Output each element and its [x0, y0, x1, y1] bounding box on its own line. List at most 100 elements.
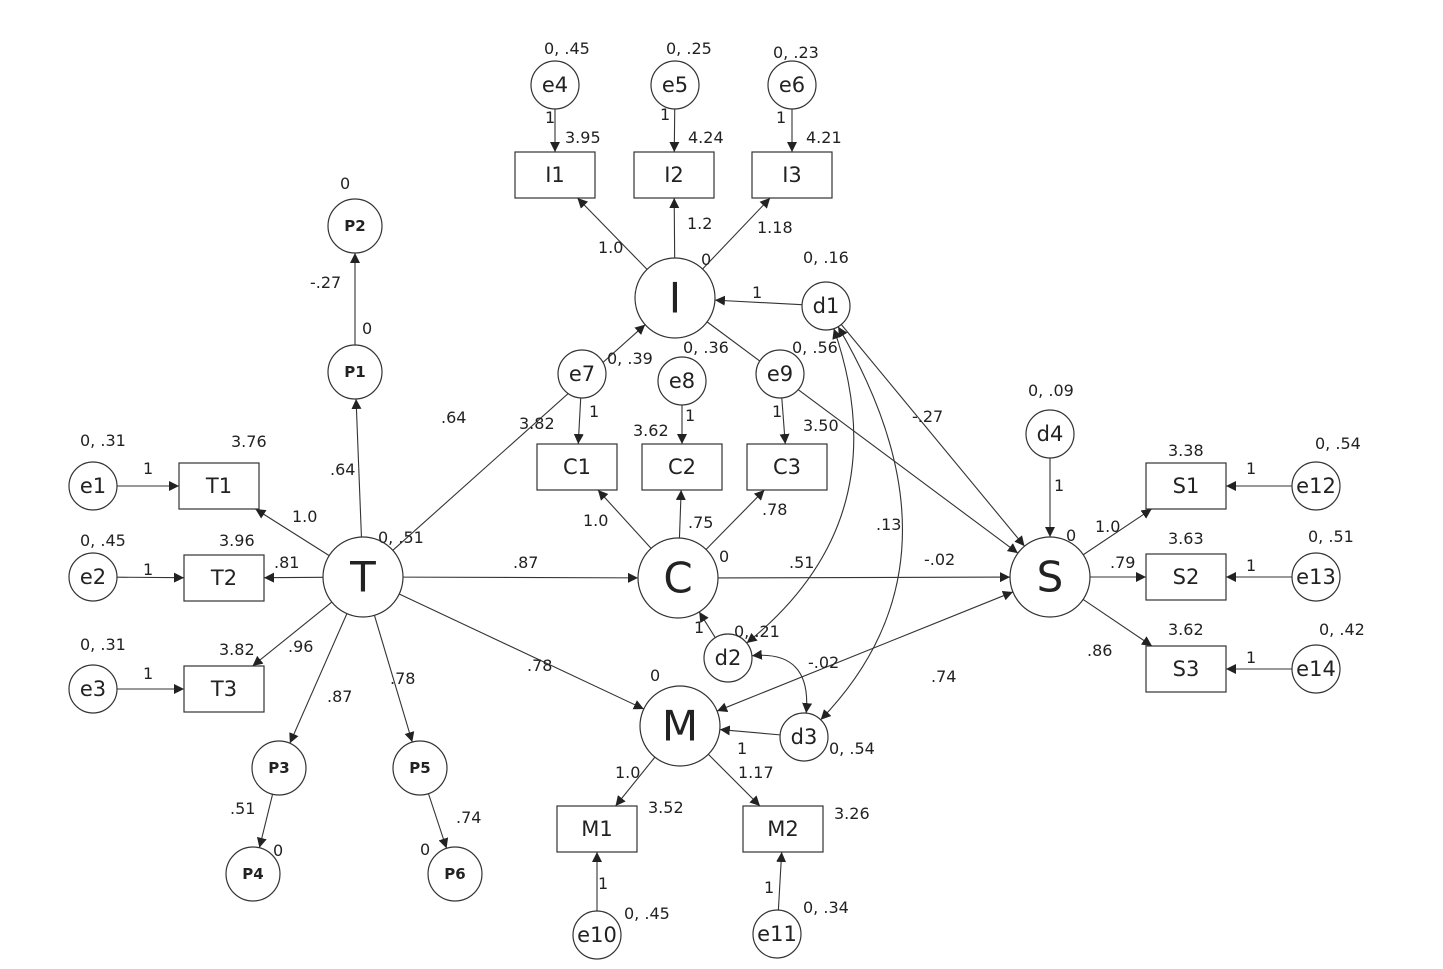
- node-M1: M1: [556, 805, 638, 853]
- label-d2-var: 0, .21: [734, 622, 780, 641]
- node-shape-M1: [556, 805, 638, 853]
- node-label-e4: e4: [542, 73, 568, 97]
- label-e11-var: 0, .34: [803, 898, 849, 917]
- label-e1-T1: 1: [143, 459, 153, 478]
- node-label-e13: e13: [1296, 565, 1336, 589]
- node-T: T: [322, 536, 404, 618]
- node-label-d4: d4: [1037, 422, 1064, 446]
- node-shape-e14: [1291, 644, 1341, 694]
- node-C1: C1: [536, 443, 618, 491]
- node-label-e3: e3: [80, 677, 106, 701]
- node-d4: d4: [1025, 409, 1075, 459]
- node-shape-I: [634, 257, 716, 339]
- label-C1-int: 3.82: [519, 414, 555, 433]
- node-I3: I3: [751, 151, 833, 199]
- label-e13-var: 0, .51: [1308, 527, 1354, 546]
- node-P6: P6: [427, 846, 483, 902]
- label-I-I3: 1.18: [757, 218, 793, 237]
- node-label-e14: e14: [1296, 657, 1336, 681]
- label-P6-var: 0: [420, 840, 430, 859]
- label-I-var: 0: [701, 250, 711, 269]
- node-shape-e11: [752, 909, 802, 959]
- edge-e2-T2: [116, 572, 185, 583]
- label-e10-var: 0, .45: [624, 904, 670, 923]
- edge-C-C1: [597, 489, 652, 549]
- node-label-M1: M1: [581, 817, 612, 841]
- edge-I-I3: [702, 197, 771, 270]
- node-shape-C1: [536, 443, 618, 491]
- node-label-T: T: [349, 553, 376, 602]
- node-shape-e8: [657, 356, 707, 406]
- node-P2: P2: [327, 198, 383, 254]
- node-T3: T3: [183, 665, 265, 713]
- label-e7-var: 0, .39: [607, 349, 653, 368]
- node-shape-e9: [755, 349, 805, 399]
- node-label-C2: C2: [668, 455, 696, 479]
- edge-I-S: [706, 321, 1019, 554]
- label-e4-I1: 1: [545, 108, 555, 127]
- label-e1-var: 0, .31: [80, 431, 126, 450]
- node-label-T3: T3: [210, 677, 237, 701]
- label-e12-S1: 1: [1246, 459, 1256, 478]
- label-d2-d3: -.02: [808, 653, 839, 672]
- node-label-d1: d1: [813, 294, 840, 318]
- label-e8-C2: 1: [685, 406, 695, 425]
- label-d4-var: 0, .09: [1028, 381, 1074, 400]
- node-shape-P6: [427, 846, 483, 902]
- node-shape-S2: [1145, 553, 1227, 601]
- edge-C-C3: [705, 489, 765, 550]
- node-e9: e9: [755, 349, 805, 399]
- label-C-var: 0: [719, 547, 729, 566]
- label-e5-I2: 1: [660, 105, 670, 124]
- node-T2: T2: [183, 554, 265, 602]
- node-label-e5: e5: [662, 73, 688, 97]
- node-shape-e1: [68, 461, 118, 511]
- node-label-I: I: [669, 274, 681, 323]
- node-label-P1: P1: [344, 363, 365, 381]
- node-d2: d2: [703, 633, 753, 683]
- node-e5: e5: [650, 60, 700, 110]
- node-e8: e8: [657, 356, 707, 406]
- edge-d2-d3: [751, 649, 813, 714]
- label-e9-C3: 1: [772, 402, 782, 421]
- node-label-e11: e11: [757, 922, 797, 946]
- node-I2: I2: [633, 151, 715, 199]
- label-d3-M: 1: [737, 739, 747, 758]
- edge-C-S: [717, 572, 1011, 583]
- node-shape-M2: [742, 805, 824, 853]
- node-shape-e7: [557, 349, 607, 399]
- node-C3: C3: [746, 443, 828, 491]
- label-I-I2: 1.2: [687, 214, 712, 233]
- label-d1-d2: .13: [876, 515, 901, 534]
- node-label-P2: P2: [344, 217, 365, 235]
- edge-e11-M2: [776, 851, 787, 911]
- node-label-e9: e9: [767, 362, 793, 386]
- label-d1-I: 1: [752, 283, 762, 302]
- edge-d1-d3: [820, 326, 903, 721]
- label-e10-M1: 1: [598, 874, 608, 893]
- label-S-S3: .86: [1087, 641, 1112, 660]
- node-label-P3: P3: [268, 759, 289, 777]
- node-shape-S1: [1145, 462, 1227, 510]
- node-shape-P3: [251, 740, 307, 796]
- node-label-e10: e10: [577, 923, 617, 947]
- label-e2-T2: 1: [143, 560, 153, 579]
- edge-S-S1: [1082, 508, 1152, 556]
- node-shape-S3: [1145, 645, 1227, 693]
- node-label-d3: d3: [791, 725, 818, 749]
- edge-T-P5: [373, 615, 415, 743]
- label-d4-S: 1: [1054, 476, 1064, 495]
- node-shape-I1: [514, 151, 596, 199]
- node-M: M: [639, 685, 721, 767]
- node-shape-e12: [1291, 461, 1341, 511]
- node-shape-e4: [530, 60, 580, 110]
- node-d3: d3: [779, 712, 829, 762]
- label-e6-I3: 1: [776, 108, 786, 127]
- label-e14-S3: 1: [1246, 648, 1256, 667]
- label-C3-int: 3.50: [803, 416, 839, 435]
- node-shape-T1: [178, 462, 260, 510]
- label-C-C3: .78: [762, 500, 787, 519]
- node-shape-T3: [183, 665, 265, 713]
- label-e2-var: 0, .45: [80, 531, 126, 550]
